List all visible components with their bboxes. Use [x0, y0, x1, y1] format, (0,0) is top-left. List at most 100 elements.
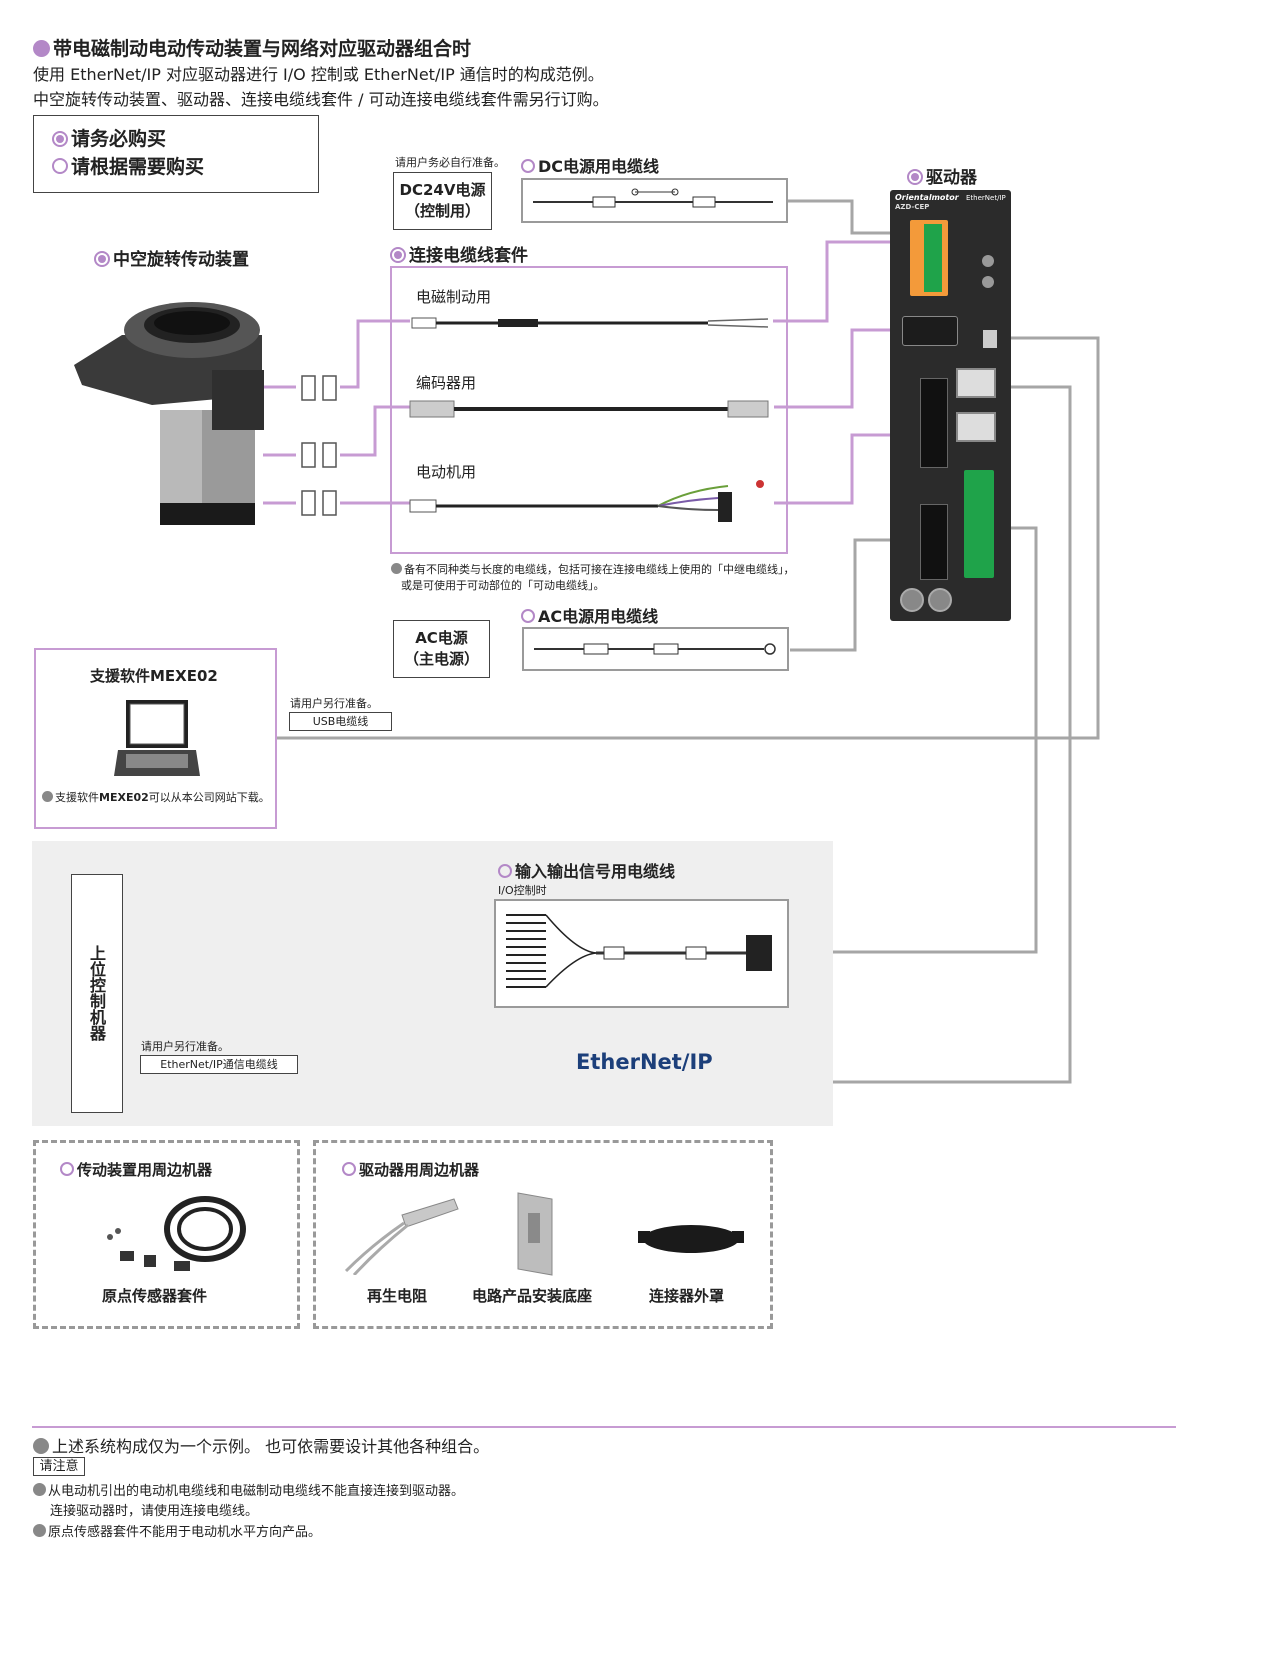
driver-peripherals-title: 驱动器用周边机器	[342, 1159, 479, 1180]
actuator-peripherals-title: 传动装置用周边机器	[60, 1159, 212, 1180]
cable-kit-note-2: 或是可使用于可动部位的「可动电缆线」。	[401, 579, 605, 592]
io-cable-box	[494, 899, 789, 1008]
driver-model: AZD-CEP	[895, 203, 930, 211]
driver-title: 驱动器	[907, 163, 977, 188]
regen-resistor-image	[344, 1198, 459, 1275]
origin-sensor-kit-image	[107, 1196, 246, 1271]
required-icon	[94, 251, 110, 267]
regen-resistor-label: 再生电阻	[367, 1287, 428, 1305]
encoder-cable-image	[409, 400, 769, 418]
origin-sensor-label: 原点传感器套件	[102, 1287, 208, 1305]
caution-label-box: 请注意	[33, 1457, 85, 1476]
mounting-plate-image	[517, 1192, 553, 1276]
connector-cover-image	[638, 1225, 744, 1253]
ethernet-note: 请用户另行准备。	[141, 1040, 229, 1053]
caution-1: 从电动机引出的电动机电缆线和电磁制动电缆线不能直接连接到驱动器。	[33, 1480, 464, 1499]
usb-cable-label: USB电缆线	[312, 715, 369, 728]
ac-power-box: AC电源 （主电源）	[393, 620, 490, 678]
optional-icon	[498, 864, 512, 878]
optional-icon	[52, 158, 68, 174]
ac-cable-title: AC电源用电缆线	[521, 603, 658, 627]
dc24v-label: DC24V电源	[399, 181, 486, 199]
host-controller-label: 上位控制机器	[87, 945, 106, 1041]
dc24v-power-box: DC24V电源 （控制用）	[393, 172, 492, 230]
legend-required: 请务必购买	[52, 124, 166, 151]
bullet-icon	[33, 1483, 46, 1496]
motor-cable-image	[409, 480, 764, 522]
bullet-icon	[33, 1524, 46, 1537]
caution-label: 请注意	[39, 1459, 79, 1474]
ethernet-port-2	[956, 412, 996, 442]
actuator-title: 中空旋转传动装置	[94, 245, 249, 270]
software-box: 支援软件MEXE02 支援软件MEXE02可以从本公司网站下载。	[34, 648, 277, 829]
cn3-motor-connector	[920, 378, 948, 468]
ac-power-label: AC电源	[415, 629, 468, 647]
rotary-switch	[982, 255, 994, 267]
bullet-icon	[33, 1438, 49, 1454]
ac-cable-image	[534, 643, 776, 655]
ethernet-cable-label: EtherNet/IP通信电缆线	[160, 1058, 278, 1071]
io-cable-sub: I/O控制时	[498, 884, 547, 897]
driver-unit: Orientalmotor EtherNet/IP AZD-CEP	[890, 190, 1011, 621]
optional-icon	[521, 609, 535, 623]
dc-cable-title: DC电源用电缆线	[521, 153, 659, 177]
usb-cable-label-box: USB电缆线	[289, 712, 392, 731]
driver-brand: Orientalmotor	[895, 193, 959, 202]
cn2-encoder-connector	[902, 316, 958, 346]
cn1-terminal	[910, 220, 948, 296]
ethernet-port-1	[956, 368, 996, 398]
ethernet-cable-label-box: EtherNet/IP通信电缆线	[140, 1055, 298, 1074]
io-cable-image	[506, 914, 772, 988]
optional-icon	[342, 1162, 356, 1176]
driver-ethernet-logo: EtherNet/IP	[966, 194, 1006, 202]
dc-cable-box	[521, 178, 788, 223]
cn4-power-terminal	[920, 504, 948, 580]
screw-icon	[900, 588, 924, 612]
example-note: 上述系统构成仅为一个示例。 也可依需要设计其他各种组合。	[33, 1433, 489, 1457]
dc-cable-image	[533, 188, 773, 208]
ac-cable-box	[522, 627, 789, 671]
screw-icon	[928, 588, 952, 612]
actuator-peripherals-box: 传动装置用周边机器 原点传感器套件	[33, 1140, 300, 1329]
bullet-icon	[33, 40, 50, 57]
encoder-cable-label: 编码器用	[416, 374, 477, 392]
intro-line-1: 使用 EtherNet/IP 对应驱动器进行 I/O 控制或 EtherNet/…	[33, 65, 604, 84]
mounting-plate-label: 电路产品安装底座	[472, 1287, 593, 1305]
host-controller-box: 上位控制机器	[71, 874, 123, 1113]
intro-line-2: 中空旋转传动装置、驱动器、连接电缆线套件 / 可动连接电缆线套件需另行订购。	[33, 90, 609, 109]
cn7-io-terminal	[964, 470, 994, 578]
optional-icon	[60, 1162, 74, 1176]
page-title: 带电磁制动电动传动装置与网络对应驱动器组合时	[33, 34, 471, 61]
dc-power-note: 请用户务必自行准备。	[395, 156, 505, 169]
software-note: 支援软件MEXE02可以从本公司网站下载。	[42, 789, 270, 805]
connector-cover-label: 连接器外罩	[649, 1287, 725, 1305]
cable-kit-title: 连接电缆线套件	[390, 241, 528, 266]
software-title: 支援软件MEXE02	[90, 667, 218, 685]
bullet-icon	[391, 563, 402, 574]
driver-peripherals-box: 驱动器用周边机器 再生电阻 电路产品安装底座 连接器外罩	[313, 1140, 773, 1329]
optional-icon	[521, 159, 535, 173]
hollow-rotary-actuator-image	[74, 302, 264, 525]
footer-divider	[32, 1426, 1176, 1428]
required-icon	[52, 131, 68, 147]
motor-cable-label: 电动机用	[416, 463, 477, 481]
ethernet-ip-logo: EtherNet/IP	[576, 1050, 713, 1074]
laptop-image	[114, 700, 200, 776]
legend-box: 请务必购买 请根据需要购买	[33, 115, 319, 193]
brake-cable-label: 电磁制动用	[416, 288, 492, 306]
ac-power-sub: （主电源）	[403, 650, 479, 668]
io-cable-title: 输入输出信号用电缆线	[498, 858, 675, 882]
bullet-icon	[42, 791, 53, 802]
caution-1b: 连接驱动器时，请使用连接电缆线。	[50, 1504, 259, 1519]
usb-port	[983, 330, 997, 348]
brake-cable-image	[411, 317, 769, 329]
caution-2: 原点传感器套件不能用于电动机水平方向产品。	[33, 1521, 321, 1540]
required-icon	[907, 169, 923, 185]
required-icon	[390, 247, 406, 263]
cable-kit-box: 电磁制动用 编码器用 电动机用	[390, 266, 788, 554]
usb-note: 请用户另行准备。	[290, 697, 378, 710]
dc24v-sub: （控制用）	[404, 202, 480, 220]
rotary-switch	[982, 276, 994, 288]
cable-kit-note-1: 备有不同种类与长度的电缆线，包括可接在连接电缆线上使用的「中继电缆线」，	[391, 561, 795, 577]
legend-optional: 请根据需要购买	[52, 152, 204, 179]
